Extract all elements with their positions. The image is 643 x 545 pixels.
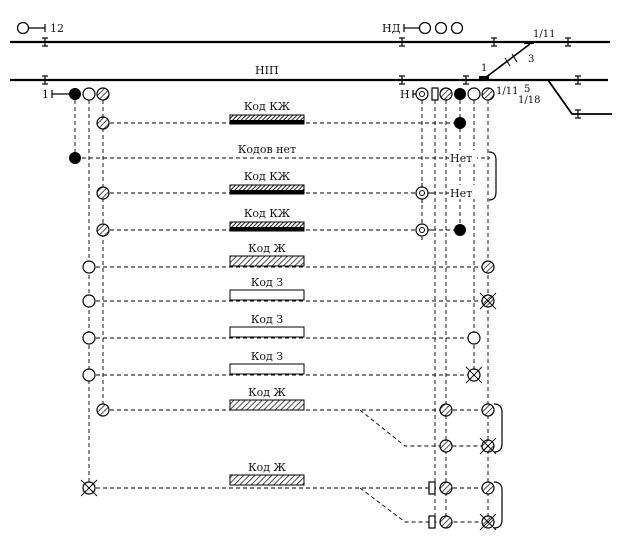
code-bar: [229, 326, 305, 338]
switch-1-11-top-label: 1/11: [533, 29, 555, 40]
row-2: Кодов нет Нет: [69, 143, 490, 165]
insulating-joints: [42, 37, 581, 119]
switch-3-label: 3: [528, 54, 534, 65]
row-4: Код КЖ: [96, 207, 466, 240]
switch-1-label: 1: [481, 63, 487, 74]
row-8: Код З: [82, 350, 483, 384]
vertical-dashed-lines: [74, 100, 489, 522]
row-1: Код КЖ: [96, 100, 466, 130]
code-label: Код КЖ: [244, 207, 291, 220]
code-label: Код КЖ: [244, 170, 291, 183]
code-label: Код Ж: [248, 461, 286, 474]
signal-1-label: 1: [42, 88, 49, 101]
code-bar: [229, 255, 305, 267]
diverging-track: [547, 79, 612, 115]
code-label: Код З: [251, 350, 283, 363]
switch-point-main: [479, 76, 489, 79]
row-9: Код Ж: [96, 386, 503, 455]
net-label-2: Нет: [450, 187, 472, 200]
track-nip-label: НIП: [255, 64, 279, 77]
row-3: Код КЖ Нет: [96, 170, 477, 203]
row-5: Код Ж: [82, 242, 495, 274]
code-label: Код КЖ: [244, 100, 291, 113]
signal-n: Н: [400, 87, 495, 101]
code-bar: [229, 363, 305, 375]
code-bar: [229, 474, 305, 486]
signal-n-label: Н: [400, 88, 410, 101]
code-bar: [229, 289, 305, 301]
row-10: Код Ж: [80, 461, 503, 531]
switch-point-top: [524, 41, 534, 44]
signal-12: 12: [16, 21, 64, 35]
switch-5-label: 5: [524, 84, 530, 95]
code-bar: [229, 399, 305, 411]
net-label-1: Нет: [450, 152, 472, 165]
row-7: Код З: [82, 313, 481, 345]
switch-1-18-label: 1/18: [518, 95, 540, 106]
switch-1-11-label: 1/11: [496, 86, 518, 97]
track-plan: 12 НД НIП 1/11 3 1 1/11 5 1/18 1 Н: [10, 21, 612, 119]
code-label: Код З: [251, 313, 283, 326]
bracket-row-9: [493, 403, 503, 453]
code-label: Код Ж: [248, 242, 286, 255]
signal-nd-label: НД: [382, 22, 401, 35]
crossover: [484, 43, 531, 79]
code-label: Код Ж: [248, 386, 286, 399]
signal-nd: НД: [382, 21, 464, 35]
code-label: Код З: [251, 276, 283, 289]
code-label: Кодов нет: [238, 143, 296, 156]
bracket-row-10: [493, 481, 503, 529]
signal-12-label: 12: [50, 22, 64, 35]
signal-1: 1: [42, 87, 110, 101]
bracket-rows-2-3: [488, 151, 497, 201]
row-6: Код З: [82, 276, 497, 310]
